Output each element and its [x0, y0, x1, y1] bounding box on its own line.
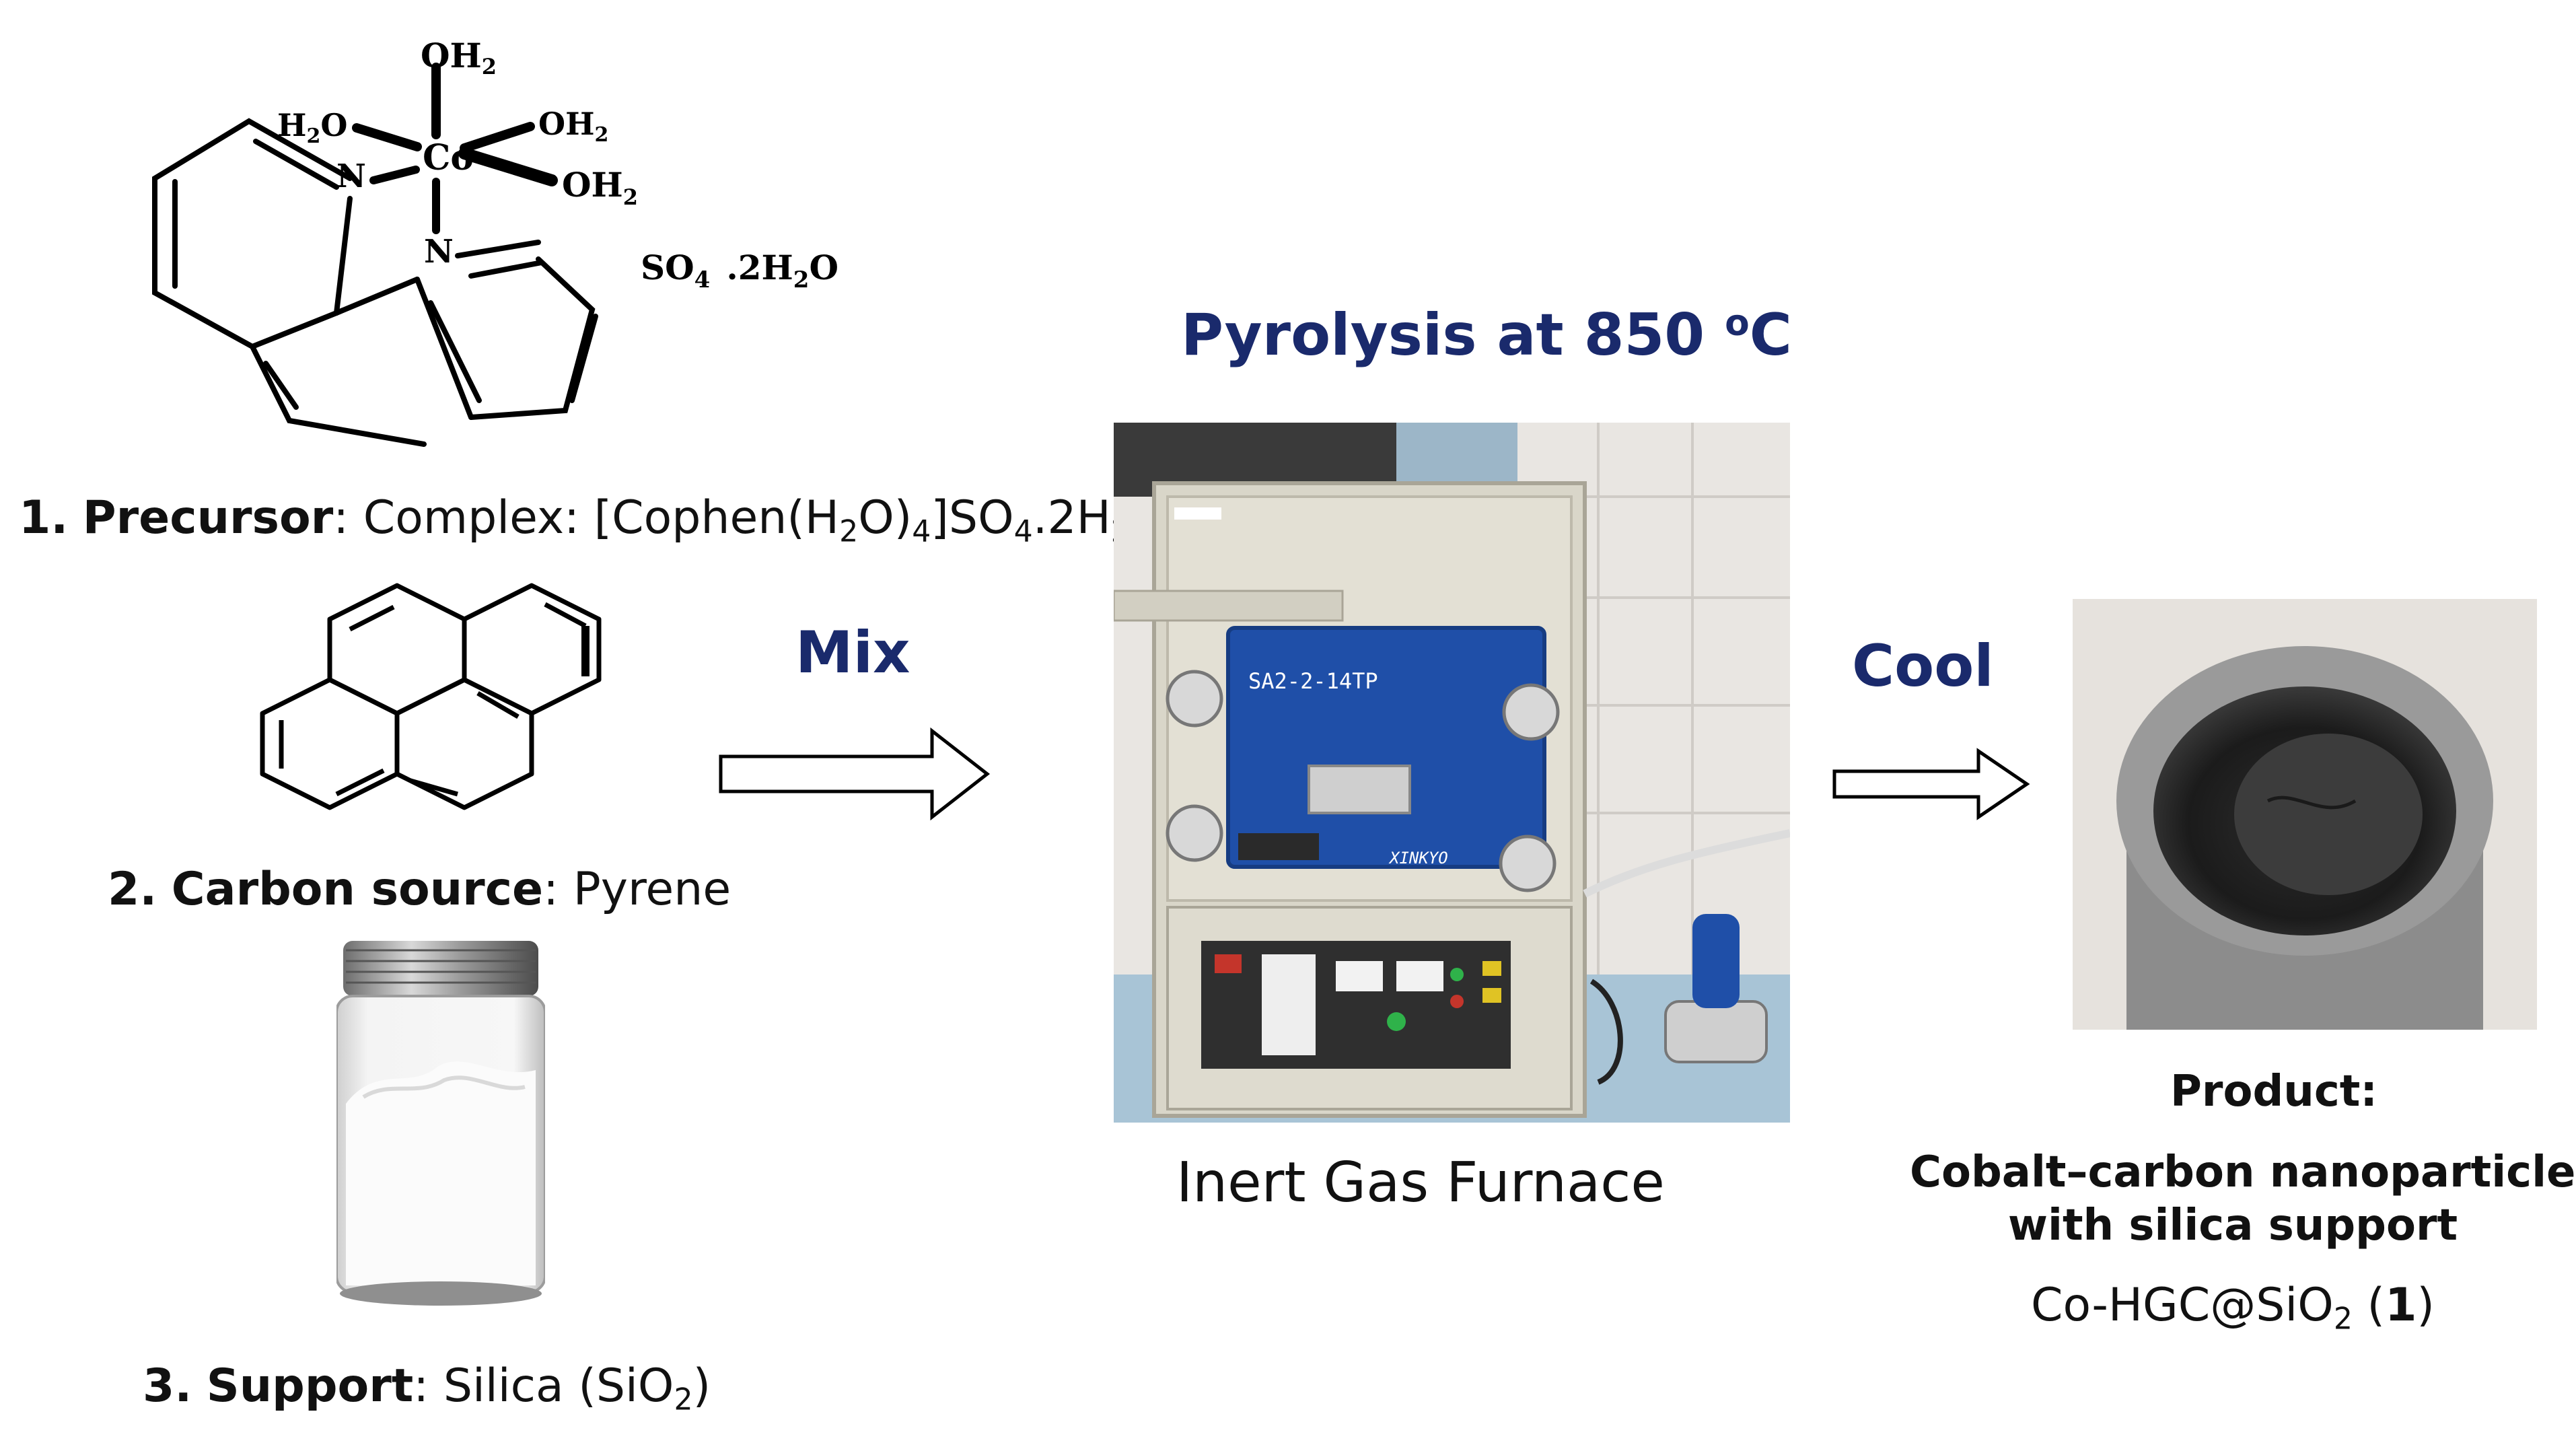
precursor-term: Precursor	[82, 491, 334, 544]
product-line-1: Cobalt–carbon nanoparticles	[1910, 1147, 2576, 1197]
mix-arrow	[719, 727, 991, 821]
support-caption: 3. Support: Silica (SiO2)	[143, 1359, 711, 1417]
nitrogen-label-left: N	[336, 157, 366, 195]
carbon-term: Carbon source	[171, 863, 544, 916]
furnace-caption: Inert Gas Furnace	[1176, 1151, 1665, 1215]
precursor-caption: 1. Precursor: Complex: [Cophen(H2O)4]SO4…	[19, 491, 1166, 549]
pyrene-structure	[260, 583, 602, 810]
sulfate-label: SO4.2H2O	[641, 248, 838, 293]
product-heading: Product:	[2170, 1067, 2377, 1117]
water-label-left: H2O	[277, 107, 347, 148]
pyrolysis-label: Pyrolysis at 850 oC	[1181, 302, 1792, 369]
cobalt-label: Co	[423, 137, 474, 178]
precursor-structure: Co N N OH2 H2O OH2 OH2 SO4.2H2O	[152, 36, 838, 447]
furnace-brand-label: XINKYO	[1388, 849, 1448, 868]
carbon-caption: 2. Carbon source: Pyrene	[108, 863, 731, 916]
product-crucible-photo	[2073, 599, 2537, 1030]
nitrogen-label-right: N	[424, 233, 454, 271]
product-line-2: with silica support	[2007, 1201, 2458, 1250]
carbon-index: 2.	[108, 863, 157, 916]
water-label-lower: OH2	[562, 165, 638, 210]
product-formula: Co-HGC@SiO2 (1)	[2031, 1279, 2435, 1337]
water-label-right: OH2	[538, 106, 608, 147]
cool-arrow	[1832, 748, 2030, 820]
support-term: Support	[206, 1359, 414, 1413]
support-index: 3.	[143, 1359, 192, 1413]
mix-label: Mix	[795, 619, 910, 686]
furnace-photo: SA2-2-14TP XINKYO	[1114, 423, 1790, 1123]
axial-water-label: OH2	[421, 36, 497, 79]
silica-jar-photo	[336, 941, 545, 1306]
cool-label: Cool	[1852, 633, 1994, 700]
furnace-model-label: SA2-2-14TP	[1248, 668, 1378, 694]
precursor-index: 1.	[19, 491, 69, 544]
